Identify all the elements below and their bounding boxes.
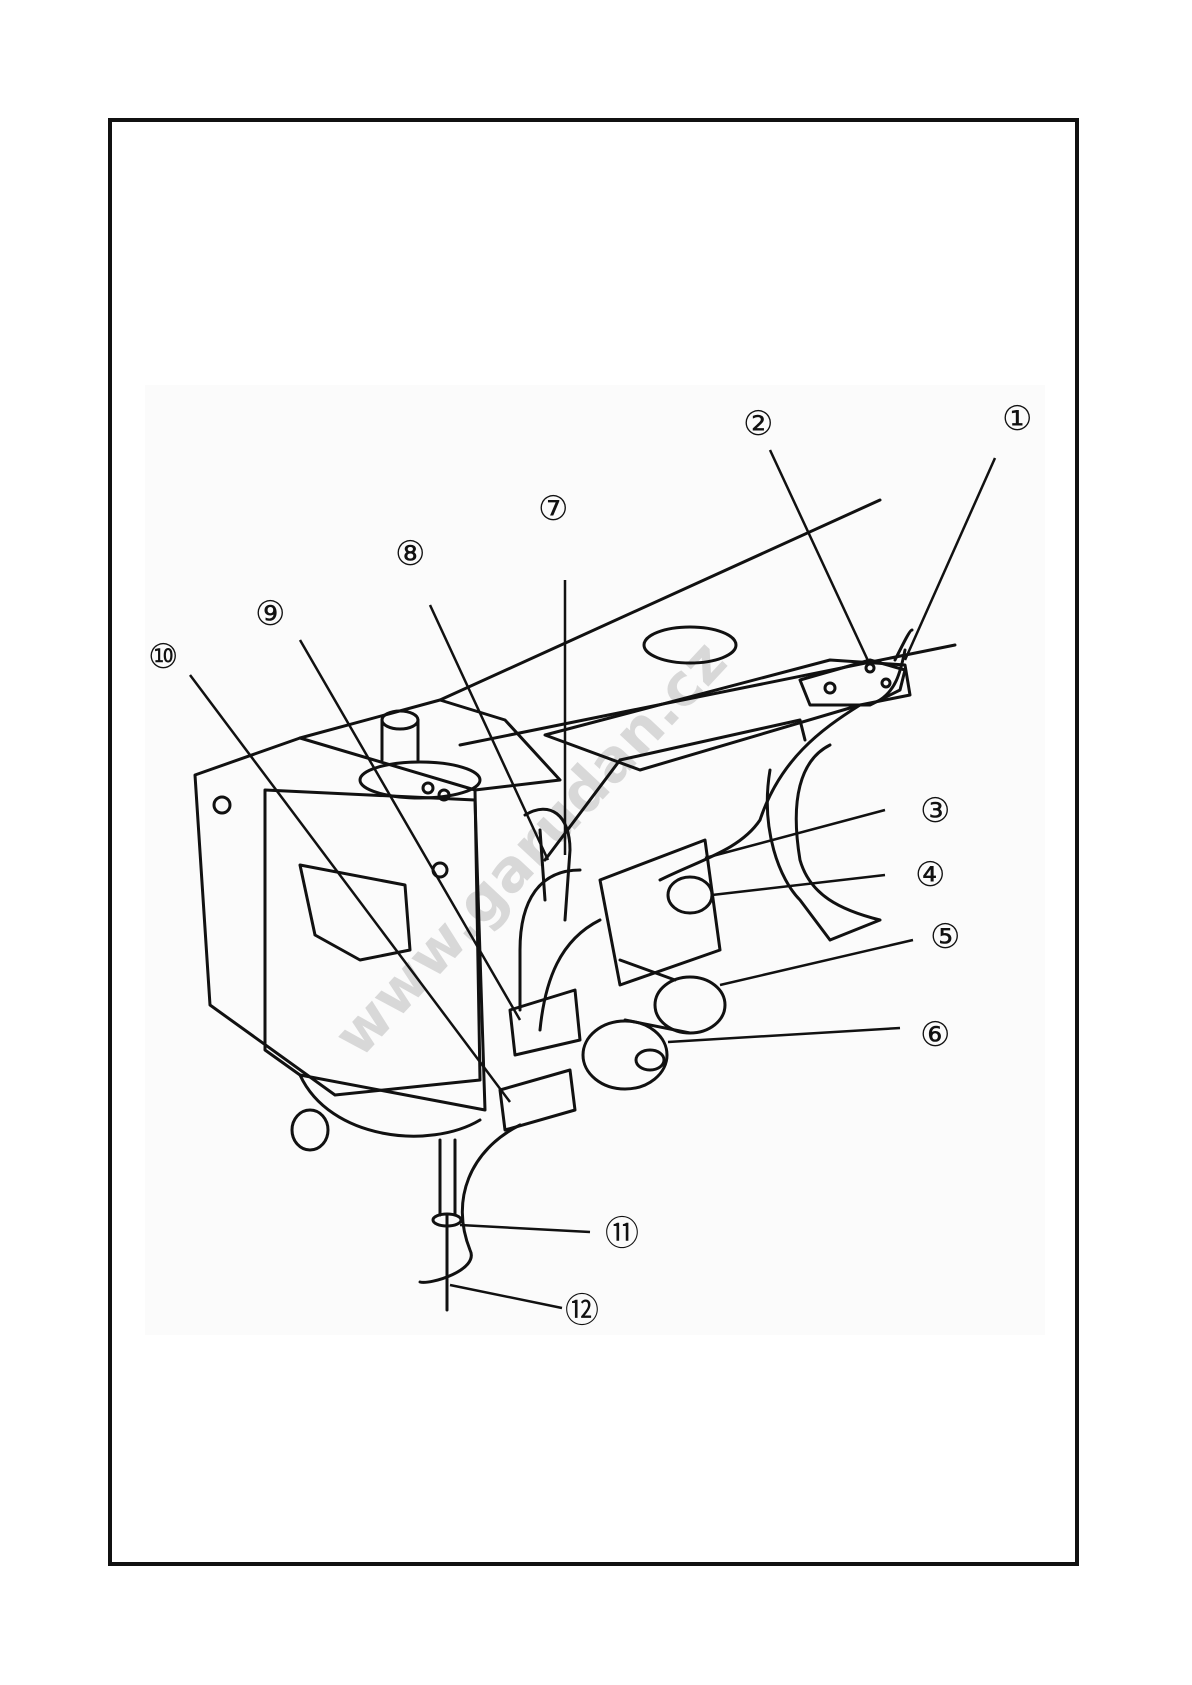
callout-3: ③: [920, 791, 950, 831]
callout-8: ⑧: [395, 534, 425, 574]
callout-6: ⑥: [920, 1015, 950, 1055]
callout-12: ⑫: [565, 1291, 599, 1331]
callout-7: ⑦: [538, 489, 568, 529]
diagram-panel: [145, 385, 1045, 1335]
callout-4: ④: [915, 855, 945, 895]
callout-11: ⑪: [605, 1214, 639, 1254]
callout-5: ⑤: [930, 917, 960, 957]
callout-9: ⑨: [255, 594, 285, 634]
callout-10: ⑩: [148, 637, 178, 677]
callout-1: ①: [1002, 399, 1032, 439]
callout-2: ②: [743, 404, 773, 444]
